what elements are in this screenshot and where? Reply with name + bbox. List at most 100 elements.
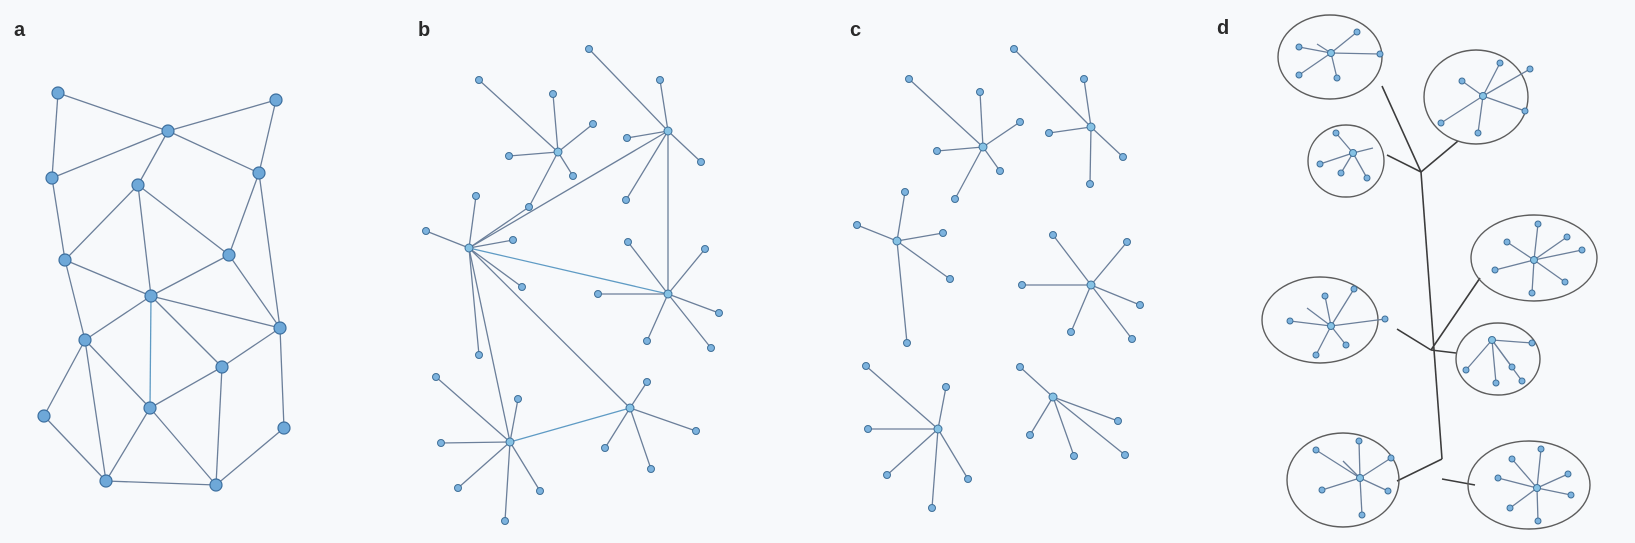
leaf-node [432,373,440,381]
leaf-node [1384,487,1392,495]
panel-d-label: d [1217,17,1229,39]
leaf-node [903,339,911,347]
leaf-node [643,378,651,386]
leaf-node [1321,292,1329,300]
community-cluster [1286,432,1400,528]
leaf-node [509,236,517,244]
mesh-node [215,360,229,374]
leaf-node [883,471,891,479]
panel-b-hub-network [422,45,723,525]
leaf-node [454,484,462,492]
community-cluster [1261,276,1389,364]
leaf-node [1010,45,1018,53]
leaf-node [1462,366,1470,374]
panel-a-edges [43,92,285,486]
leaf-node [1128,335,1136,343]
hub-node [625,403,635,413]
mesh-node [143,401,157,415]
leaf-node [656,76,664,84]
leaf-node [939,229,947,237]
leaf-node [624,238,632,246]
mesh-node [131,178,145,192]
leaf-node [1381,315,1389,323]
panel-a-mesh-network [37,86,291,492]
leaf-node [1358,511,1366,519]
leaf-node [928,504,936,512]
leaf-node [942,383,950,391]
mesh-node [37,409,51,423]
leaf-node [996,167,1004,175]
hub-node [1086,122,1096,132]
panel-c-star-clusters [853,45,1144,512]
leaf-node [1049,231,1057,239]
leaf-node [1114,417,1122,425]
community-cluster [1277,14,1384,100]
leaf-node [1295,71,1303,79]
leaf-node [692,427,700,435]
leaf-node [1353,28,1361,36]
mesh-node [78,333,92,347]
hub-node [1327,322,1335,330]
leaf-node [1503,238,1511,246]
leaf-node [901,188,909,196]
panel-c-label: c [850,19,861,41]
leaf-node [1508,363,1516,371]
leaf-node [1337,169,1345,177]
panel-b-edges [425,48,720,522]
leaf-node [594,290,602,298]
leaf-node [1016,363,1024,371]
leaf-node [951,195,959,203]
leaf-node [1567,491,1575,499]
panel-c-nodes [853,45,1144,512]
mesh-node [269,93,283,107]
leaf-node [1437,119,1445,127]
leaf-node [585,45,593,53]
leaf-node [1332,129,1340,137]
leaf-node [1318,486,1326,494]
hub-node [663,126,673,136]
leaf-node [701,245,709,253]
panel-d-tree-edges [1381,85,1481,486]
leaf-node [1119,153,1127,161]
leaf-node [1086,180,1094,188]
leaf-node [1518,377,1526,385]
leaf-node [589,120,597,128]
leaf-node [715,309,723,317]
leaf-node [1561,278,1569,286]
leaf-node [437,439,445,447]
leaf-node [518,283,526,291]
leaf-node [505,152,513,160]
leaf-node [946,275,954,283]
leaf-node [1045,129,1053,137]
leaf-node [1492,379,1500,387]
hub-node [1086,280,1096,290]
mesh-node [209,478,223,492]
leaf-node [933,147,941,155]
hub-node [1327,49,1335,57]
hub-node [1048,392,1058,402]
hub-node [553,147,563,157]
leaf-node [864,425,872,433]
hub-node [1530,256,1538,264]
leaf-node [1494,474,1502,482]
hub-node [1488,336,1496,344]
leaf-node [622,196,630,204]
leaf-node [1534,517,1542,525]
community-cluster [1467,440,1591,530]
leaf-node [623,134,631,142]
leaf-node [1312,446,1320,454]
leaf-node [1491,266,1499,274]
leaf-node [422,227,430,235]
leaf-node [1387,454,1395,462]
leaf-node [1474,129,1482,137]
leaf-node [1528,289,1536,297]
leaf-node [1026,431,1034,439]
hub-node [505,437,515,447]
hub-node [978,142,988,152]
leaf-node [1506,504,1514,512]
leaf-node [1350,285,1358,293]
leaf-node [1123,238,1131,246]
hub-node [1533,484,1541,492]
community-cluster [1307,124,1385,198]
panel-a-label: a [14,19,26,41]
